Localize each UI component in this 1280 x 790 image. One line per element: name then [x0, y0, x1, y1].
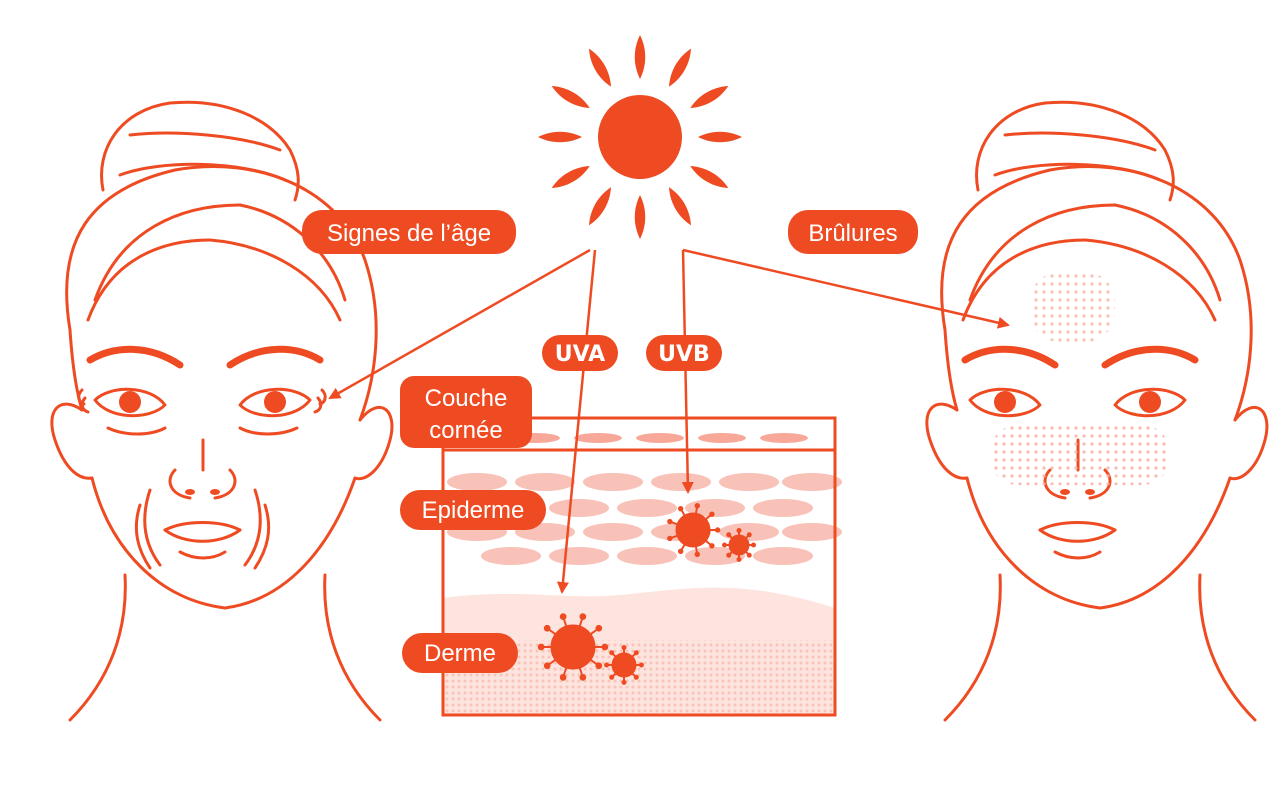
sun-ray — [698, 131, 742, 143]
epidermis-cell — [685, 499, 745, 517]
label-epidermis: Epiderme — [400, 490, 546, 530]
epidermis-cell — [549, 547, 609, 565]
sun-ray — [551, 166, 590, 188]
label-burns-text: Brûlures — [808, 220, 897, 247]
label-uvb-text: UVB — [658, 342, 710, 367]
burn-patch-cheeks — [990, 425, 1170, 485]
epidermis-cell — [782, 523, 842, 541]
arrow-uva — [556, 249, 597, 594]
epidermis-cell — [617, 547, 677, 565]
sun-ray — [669, 48, 691, 87]
sun-ray — [690, 166, 729, 188]
epidermis-cell — [651, 473, 711, 491]
epidermis-cell — [753, 499, 813, 517]
left-eye-pupils — [119, 391, 286, 413]
right-nose-nostrils — [1060, 489, 1095, 495]
epidermis-cell — [753, 547, 813, 565]
label-stratum-corneum-line2: cornée — [429, 417, 502, 444]
epidermis-cell — [515, 473, 575, 491]
label-aging-signs: Signes de l’âge — [302, 210, 516, 254]
face-aging — [50, 100, 394, 722]
epidermis-cell — [685, 547, 745, 565]
sun-ray — [634, 195, 646, 239]
virus-burst-icon — [667, 503, 721, 557]
label-dermis-text: Derme — [424, 640, 496, 667]
left-nose-nostrils — [185, 489, 220, 495]
sun-ray — [690, 86, 729, 108]
corneum-cell — [636, 433, 684, 443]
epidermis-cell — [583, 523, 643, 541]
epidermis-cell — [481, 547, 541, 565]
sun-ray — [669, 187, 691, 226]
corneum-cell — [760, 433, 808, 443]
virus-burst-icon — [722, 528, 756, 562]
label-uva-text: UVA — [555, 342, 605, 367]
arrow-to-aging-eye — [328, 248, 591, 400]
label-uva: UVA — [542, 335, 618, 371]
sun-ray — [589, 187, 611, 226]
damage-bursts — [537, 503, 756, 685]
sun-ray — [634, 35, 646, 79]
sun-icon — [538, 35, 742, 239]
label-stratum-corneum-line1: Couche — [425, 385, 508, 412]
skin-cross-section — [441, 416, 842, 717]
epidermis-cell — [447, 473, 507, 491]
epidermis-cell — [549, 499, 609, 517]
label-uvb: UVB — [646, 335, 722, 371]
label-aging-signs-text: Signes de l’âge — [327, 220, 491, 247]
sun-ray — [551, 86, 590, 108]
corneum-cell — [698, 433, 746, 443]
epidermis-cell — [719, 473, 779, 491]
right-eye-pupils — [994, 391, 1161, 413]
epidermis-cell — [583, 473, 643, 491]
epidermis-cell — [782, 473, 842, 491]
label-dermis: Derme — [402, 633, 518, 673]
ray-arrows — [328, 248, 1010, 594]
sun-ray — [589, 48, 611, 87]
face-burns — [925, 100, 1269, 722]
virus-burst-icon — [604, 645, 644, 685]
epidermis-cell — [617, 499, 677, 517]
label-stratum-corneum: Couche cornée — [400, 376, 532, 448]
arrow-to-burn-forehead — [682, 248, 1010, 329]
epidermis-cell — [719, 523, 779, 541]
corneum-cell — [574, 433, 622, 443]
sun-ray — [538, 131, 582, 143]
label-burns: Brûlures — [788, 210, 918, 254]
burn-patch-forehead — [1030, 272, 1115, 342]
label-epidermis-text: Epiderme — [422, 497, 525, 524]
virus-burst-icon — [537, 613, 609, 681]
